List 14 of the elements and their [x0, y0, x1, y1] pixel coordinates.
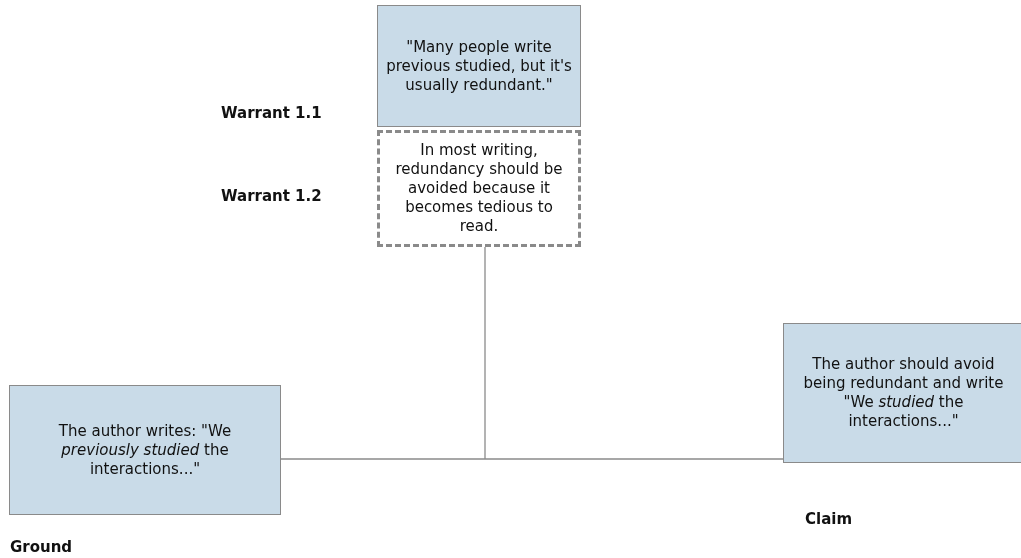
box-text: "Many people write previous studied, but it's usually redundant."	[386, 37, 572, 95]
text-box	[783, 323, 1021, 463]
box-text: The author should avoid being redundant and write "We studied the interactions..."	[802, 355, 1005, 431]
node-label: Ground	[10, 538, 73, 556]
text-box	[377, 5, 581, 127]
connector-line	[280, 458, 784, 460]
text-box	[9, 385, 281, 515]
box-text: In most writing, redundancy should be avoided because it becomes tedious to read.	[394, 141, 564, 236]
box-text: The author writes: "We previously studied the interactions..."	[57, 421, 233, 479]
node-label: Claim	[805, 510, 853, 528]
dashed-text-box	[377, 130, 581, 247]
connector-line	[484, 246, 486, 460]
node-label: Warrant 1.2	[221, 187, 322, 205]
node-label: Warrant 1.1	[221, 104, 322, 122]
